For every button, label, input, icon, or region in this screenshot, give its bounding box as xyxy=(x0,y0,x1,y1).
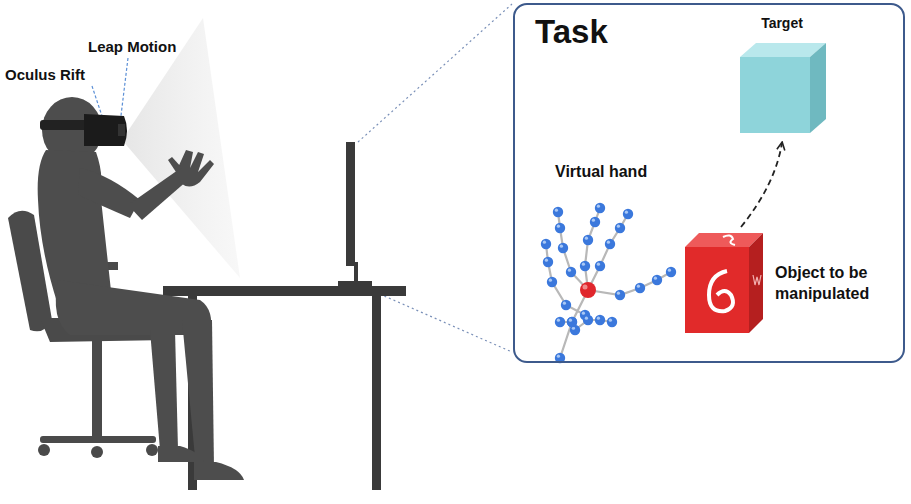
hand-joint xyxy=(652,275,662,285)
joint-highlight xyxy=(545,259,548,262)
palm-joint xyxy=(580,282,596,298)
joint-highlight xyxy=(582,263,585,266)
hand-joint xyxy=(595,203,605,213)
joint-highlight xyxy=(592,219,595,222)
hand-joint xyxy=(543,257,553,267)
hand-joint xyxy=(595,261,605,271)
cube-pattern xyxy=(753,275,761,285)
hand-joint xyxy=(583,235,593,245)
cube-pattern xyxy=(709,271,733,311)
joint-highlight xyxy=(597,263,600,266)
cube-label: Object to be manipulated xyxy=(775,263,893,305)
task-panel: Task TargetObject to be manipulated xyxy=(513,3,905,363)
hand-joint xyxy=(580,261,590,271)
cube-shape xyxy=(736,41,828,137)
joint-highlight xyxy=(654,277,657,280)
joint-highlight xyxy=(607,241,610,244)
joint-highlight xyxy=(583,285,588,290)
hand-joint xyxy=(561,300,571,310)
joint-highlight xyxy=(563,302,566,305)
joint-highlight xyxy=(549,279,552,282)
joint-highlight xyxy=(625,211,628,214)
joint-highlight xyxy=(585,317,588,320)
joint-highlight xyxy=(597,317,600,320)
hand-joint xyxy=(555,317,565,327)
cube-side xyxy=(749,233,763,333)
cube-front xyxy=(740,57,810,133)
hand-joint xyxy=(553,207,563,217)
joint-highlight xyxy=(568,269,571,272)
hand-joint xyxy=(583,315,593,325)
hand-bone xyxy=(585,208,600,290)
joint-highlight xyxy=(637,285,640,288)
joint-highlight xyxy=(557,319,560,322)
joint-highlight xyxy=(557,225,560,228)
hand-joint xyxy=(607,317,617,327)
hand-joint xyxy=(566,267,576,277)
joint-highlight xyxy=(555,209,558,212)
sensor-field xyxy=(122,18,240,278)
hand-joint xyxy=(623,209,633,219)
hand-joint xyxy=(558,243,568,253)
joint-highlight xyxy=(543,241,546,244)
panel-title: Task xyxy=(535,13,608,51)
hand-joint xyxy=(547,277,557,287)
joint-highlight xyxy=(569,319,572,322)
joint-highlight xyxy=(668,269,671,272)
joint-highlight xyxy=(560,245,563,248)
hand-joint xyxy=(605,239,615,249)
cube-label: Target xyxy=(730,9,834,31)
joint-highlight xyxy=(617,292,620,295)
joint-highlight xyxy=(597,205,600,208)
cube-side xyxy=(810,43,826,133)
joint-highlight xyxy=(582,312,585,315)
joint-highlight xyxy=(609,319,612,322)
joint-highlight xyxy=(617,225,620,228)
person-silhouette xyxy=(38,97,244,480)
hand-joint xyxy=(635,283,645,293)
hand-bone xyxy=(588,272,671,295)
target-cube: Target xyxy=(730,9,834,139)
joint-highlight xyxy=(569,319,572,322)
hand-joint xyxy=(615,290,625,300)
virtual-hand-skeleton xyxy=(541,203,676,363)
vr-headset xyxy=(40,114,127,146)
hand-bone xyxy=(575,320,612,330)
zoom-line xyxy=(366,288,512,352)
hand-joint xyxy=(541,239,551,249)
cube-pattern xyxy=(723,235,735,245)
hand-joint xyxy=(666,267,676,277)
manipulated-cube: Object to be manipulated xyxy=(683,229,899,337)
dashed-arrow xyxy=(741,143,782,227)
zoom-line xyxy=(358,4,512,142)
monitor xyxy=(338,142,372,286)
part-label: Leap Motion xyxy=(88,38,176,55)
hand-bone xyxy=(588,214,628,290)
hand-joint xyxy=(590,217,600,227)
joint-highlight xyxy=(557,355,560,358)
hand-joint xyxy=(615,223,625,233)
hand-joint xyxy=(555,223,565,233)
joint-highlight xyxy=(585,237,588,240)
cube-shape xyxy=(683,231,765,335)
part-label: Oculus Rift xyxy=(5,66,85,83)
hand-joint xyxy=(567,317,577,327)
hand-joint xyxy=(567,317,577,327)
hand-joint xyxy=(595,315,605,325)
part-label: Virtual hand xyxy=(555,163,647,181)
cube-front xyxy=(685,247,749,333)
